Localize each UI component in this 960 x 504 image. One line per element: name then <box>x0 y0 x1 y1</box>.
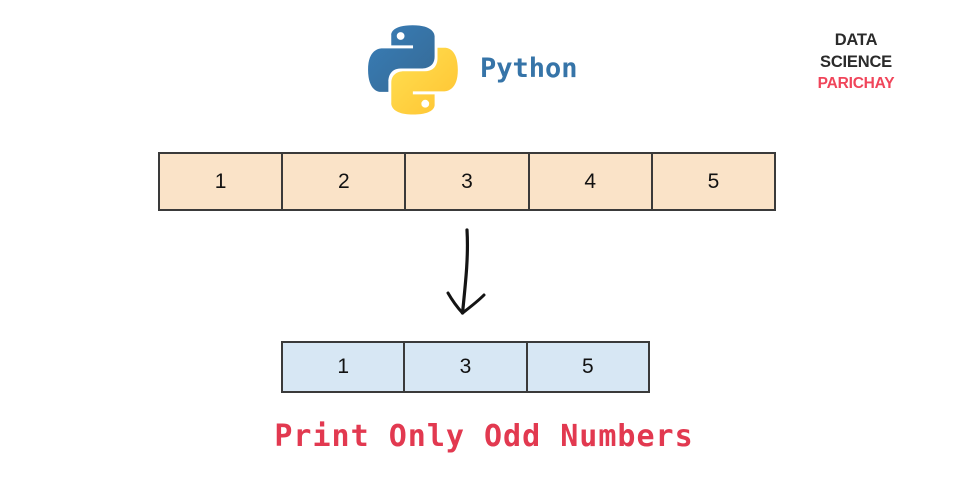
brand-line-data-science: DATA SCIENCE <box>820 31 892 71</box>
output-cell: 5 <box>527 343 648 391</box>
site-brand: DATA SCIENCE PARICHAY <box>800 30 912 94</box>
caption-title: Print Only Odd Numbers <box>274 419 694 454</box>
down-arrow-icon <box>446 228 486 315</box>
output-array: 1 3 5 <box>281 341 650 393</box>
output-cell: 1 <box>283 343 406 391</box>
brand-line-parichay: PARICHAY <box>817 74 895 92</box>
output-cell: 3 <box>405 343 528 391</box>
input-cell: 2 <box>283 154 407 209</box>
input-cell: 3 <box>406 154 530 209</box>
input-cell: 5 <box>652 154 775 209</box>
python-wordmark: Python <box>480 53 578 84</box>
input-array: 1 2 3 4 5 <box>158 152 776 211</box>
input-cell: 4 <box>529 154 653 209</box>
input-cell: 1 <box>160 154 284 209</box>
python-logo-icon <box>368 24 458 116</box>
